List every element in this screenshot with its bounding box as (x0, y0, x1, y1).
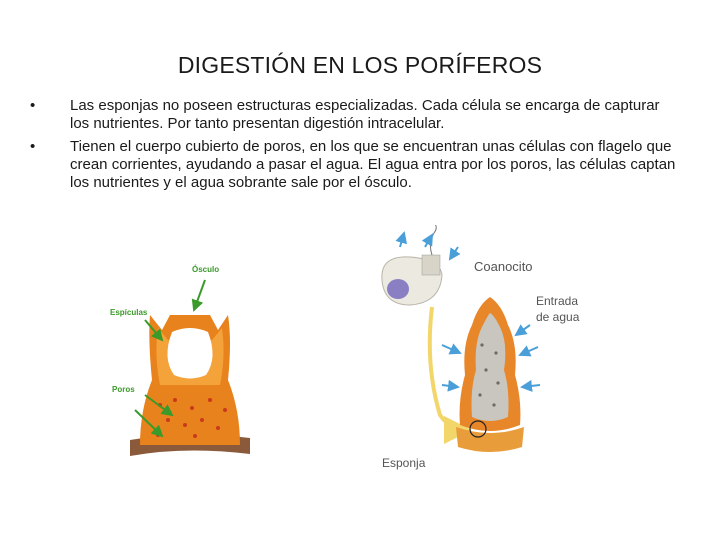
osculo-arrow (194, 280, 205, 310)
label-espiculas: Espículas (110, 308, 148, 317)
sponge-cavity-shape (167, 328, 212, 379)
choanocyte-nucleus-shape (387, 279, 409, 299)
water-arrow (516, 325, 530, 335)
bullet-list: • Las esponjas no poseen estructuras esp… (30, 97, 680, 197)
bullet-item: • Tienen el cuerpo cubierto de poros, en… (30, 138, 680, 192)
label-poros: Poros (112, 385, 135, 394)
label-coanocito: Coanocito (474, 259, 533, 274)
bullet-item: • Las esponjas no poseen estructuras esp… (30, 97, 680, 133)
bullet-text: Las esponjas no poseen estructuras espec… (70, 97, 660, 132)
label-osculo: Ósculo (192, 265, 219, 274)
water-arrow (522, 385, 540, 387)
slide-title: DIGESTIÓN EN LOS PORÍFEROS (0, 52, 720, 79)
water-arrow (442, 385, 458, 387)
label-entrada: Entrada (536, 294, 578, 308)
water-arrow (442, 345, 460, 353)
label-agua: de agua (536, 310, 580, 324)
collar-shape (422, 255, 440, 275)
water-arrow (400, 233, 404, 247)
sponge-section-diagram: Ósculo Espículas Poros (100, 240, 260, 480)
bullet-marker: • (30, 138, 35, 156)
flagellum-shape (430, 225, 436, 255)
bullet-text: Tienen el cuerpo cubierto de poros, en l… (70, 138, 675, 191)
water-arrow (520, 347, 538, 355)
label-esponja: Esponja (382, 456, 426, 470)
bullet-marker: • (30, 97, 35, 115)
water-arrow (450, 247, 458, 259)
choanocyte-sponge-diagram: Coanocito Entrada de agua Esponja (370, 225, 600, 475)
